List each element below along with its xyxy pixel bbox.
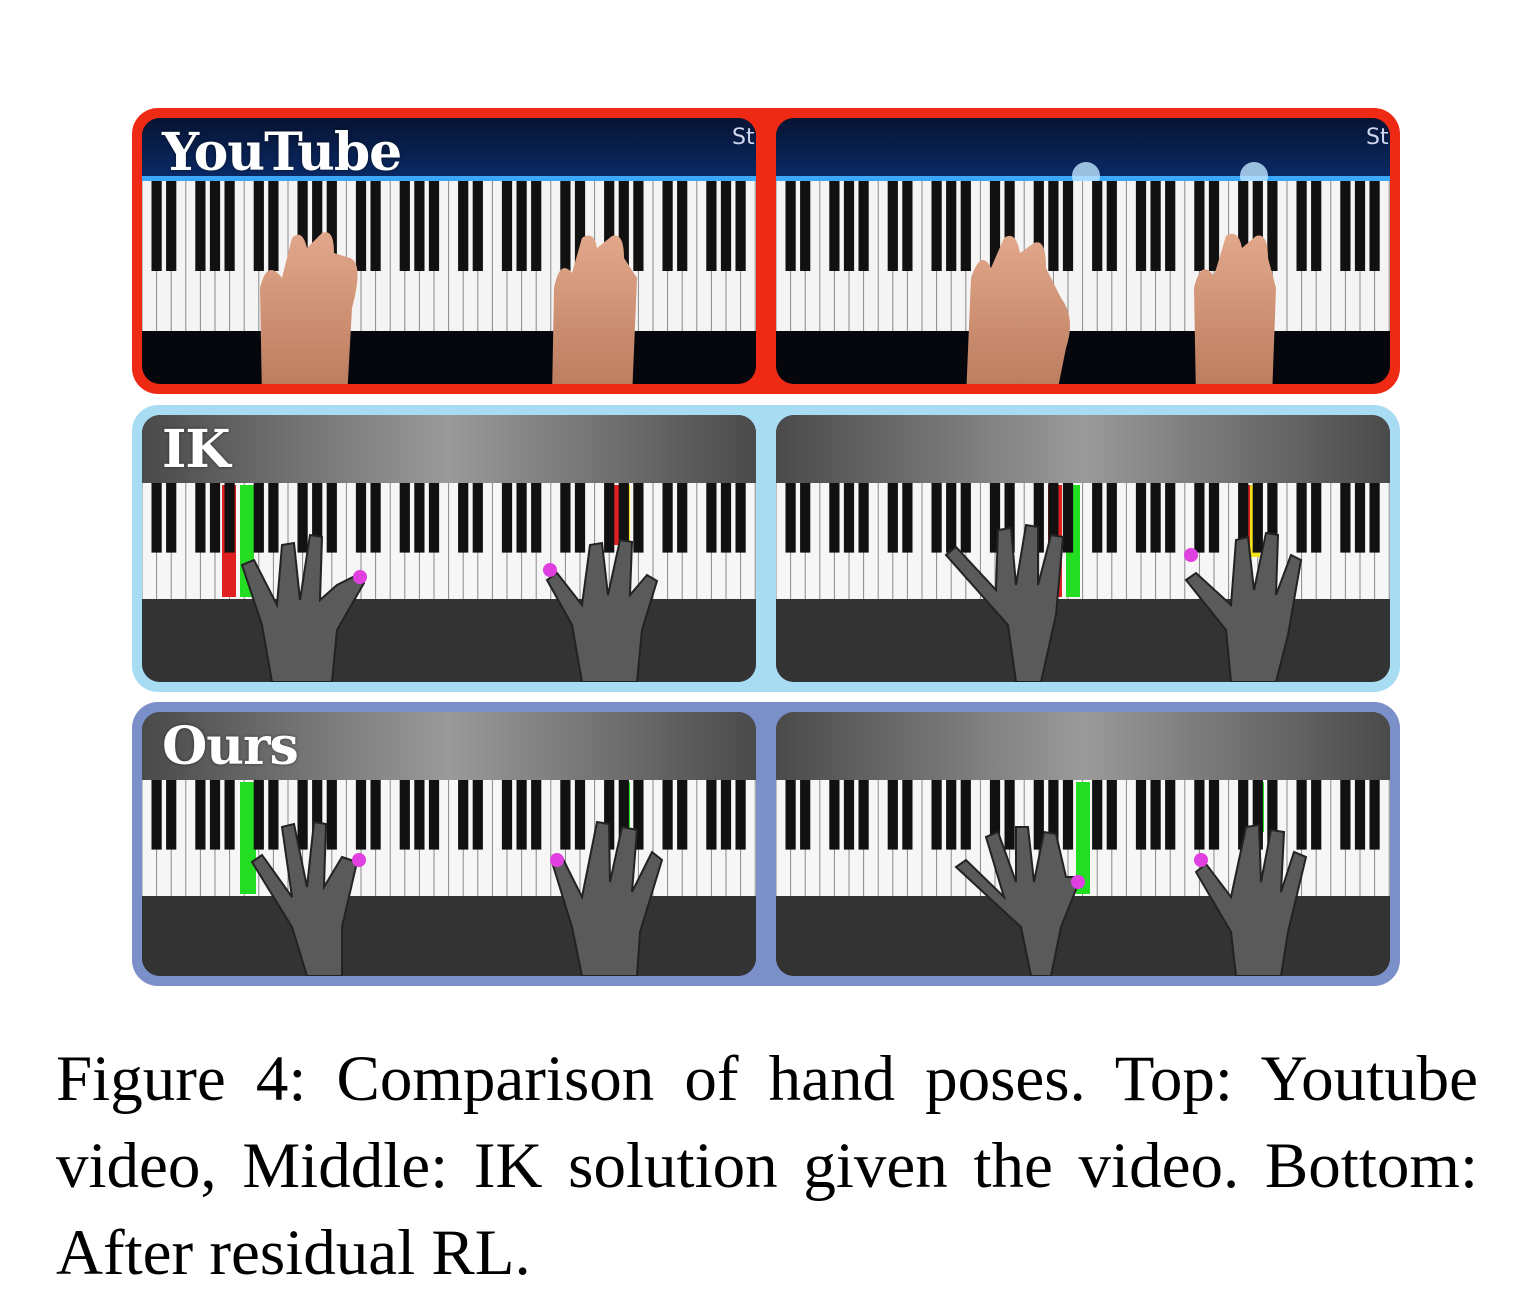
row-label-ik: IK <box>162 419 231 480</box>
row-label-youtube: YouTube <box>162 122 402 183</box>
ik-frame-image <box>142 415 756 682</box>
svg-text:St: St <box>1366 125 1389 150</box>
ik-frame-left: IK <box>142 415 756 682</box>
figure-caption: Figure 4: Comparison of hand poses. Top:… <box>56 1043 1478 1289</box>
youtube-frame-image: St <box>776 118 1390 384</box>
ik-frame-right <box>776 415 1390 682</box>
youtube-frame-left: St YouTube <box>142 118 756 384</box>
ours-frame-left: Ours <box>142 712 756 976</box>
ours-frame-right <box>776 712 1390 976</box>
ours-frame-image <box>776 712 1390 976</box>
ours-row: Ours <box>132 702 1400 986</box>
ik-row: IK <box>132 405 1400 692</box>
ours-frame-image <box>142 712 756 976</box>
youtube-row: St YouTube St <box>132 108 1400 394</box>
svg-text:St: St <box>732 125 755 150</box>
youtube-frame-image: St <box>142 118 756 384</box>
row-label-ours: Ours <box>162 716 299 777</box>
ik-frame-image <box>776 415 1390 682</box>
youtube-frame-right: St <box>776 118 1390 384</box>
